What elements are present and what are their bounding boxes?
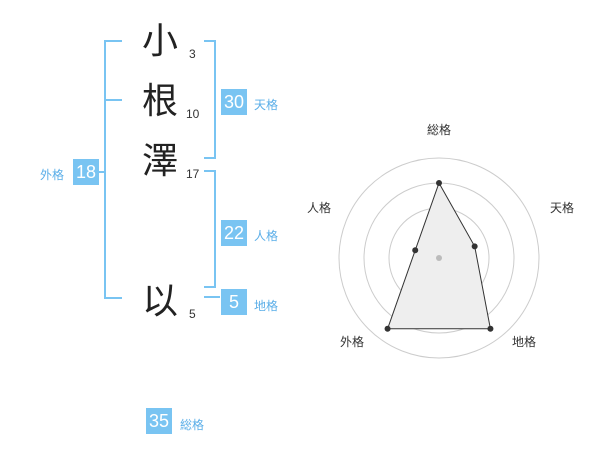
stroke-count-4: 5 [189,307,196,321]
tenkaku-bracket-vertical [214,40,216,159]
tenkaku-value-badge: 30 [221,89,247,115]
stroke-count-1: 3 [189,47,196,61]
gaikaku-bracket-mid [104,99,122,101]
radar-point [384,325,391,332]
chikaku-label: 地格 [254,299,279,313]
tenkaku-bracket-top [204,40,216,42]
axis-label-soukaku: 総格 [427,122,451,137]
stroke-count-2: 10 [186,107,200,121]
tenkaku-bracket-bottom [204,157,216,159]
soukaku-value-badge: 35 [146,408,172,434]
gaikaku-bracket-bottom [104,297,122,299]
jinkaku-bracket-top [204,170,216,172]
name-char-3: 澤 [142,141,179,182]
soukaku-label: 総格 [180,418,205,432]
gaikaku-value-badge: 18 [73,159,99,185]
axis-label-chikaku: 地格 [512,334,536,349]
jinkaku-value-badge: 22 [221,220,247,246]
jinkaku-bracket-vertical [214,170,216,288]
chikaku-bracket-connector [204,296,220,298]
jinkaku-bracket-bottom [204,286,216,288]
radar-point [412,247,419,254]
jinkaku-label: 人格 [254,229,279,243]
gaikaku-bracket-top [104,40,122,42]
gaikaku-bracket-connector [98,171,106,173]
axis-label-gaikaku: 外格 [340,334,364,349]
radar-point [487,325,494,332]
name-char-1: 小 [142,21,179,62]
radar-point [436,180,442,186]
radar-points [384,180,494,332]
radar-point [471,243,478,250]
name-char-2: 根 [142,81,179,122]
gaikaku-bracket-vertical [104,40,106,299]
tenkaku-label: 天格 [254,98,279,112]
gaikaku-label: 外格 [40,168,65,182]
radar-center-dot [436,255,442,261]
radar-grid-ring [338,157,540,359]
radar-chart: 総格 天格 地格 外格 人格 [307,122,574,359]
axis-label-jinkaku: 人格 [307,200,331,215]
axis-label-tenkaku: 天格 [550,200,574,215]
name-char-4: 以 [142,281,179,322]
stroke-count-3: 17 [186,167,200,181]
chikaku-value-badge: 5 [221,289,247,315]
